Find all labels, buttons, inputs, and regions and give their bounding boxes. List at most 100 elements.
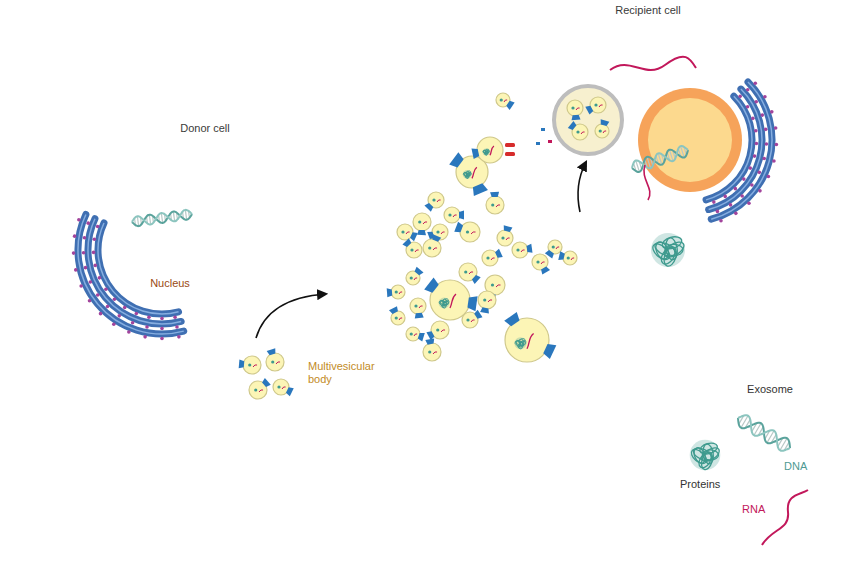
rna-strand <box>437 200 441 202</box>
surface-protein <box>285 386 293 396</box>
exosome-membrane <box>410 298 426 314</box>
exosome <box>462 310 483 328</box>
exosome <box>387 285 405 299</box>
ribosome <box>747 201 751 205</box>
ribosome <box>106 305 110 309</box>
protein-dot <box>395 316 398 319</box>
exosome <box>595 119 609 138</box>
base-pair <box>149 215 150 225</box>
protein-tangle <box>650 233 686 268</box>
rna-strand <box>496 205 500 207</box>
protein-dot <box>448 213 451 216</box>
ribosome <box>774 126 778 130</box>
ribosome <box>738 95 742 99</box>
protein-dot <box>410 332 413 335</box>
cell-membrane <box>11 143 425 557</box>
rna-strand <box>433 352 437 354</box>
exosome-membrane <box>444 207 460 223</box>
protein-dot <box>552 245 555 248</box>
ribosome <box>117 314 121 318</box>
ribosome <box>88 280 92 284</box>
rna-strand <box>414 334 417 336</box>
protein-strand <box>518 339 527 346</box>
dna-strand <box>632 146 688 168</box>
exosome <box>478 291 496 314</box>
rna-strand <box>556 247 559 249</box>
surface-protein <box>480 307 490 314</box>
er-sheet <box>711 82 772 219</box>
dna-strand <box>132 210 192 225</box>
ribosome <box>177 335 181 339</box>
surface-protein <box>424 202 434 212</box>
rna-strand <box>527 333 534 348</box>
nucleoplasm <box>115 203 209 297</box>
ribosome <box>748 166 752 170</box>
protein-strand <box>485 150 490 154</box>
surface-protein <box>494 249 502 259</box>
ribosome <box>160 337 164 341</box>
protein-dot <box>401 230 404 233</box>
ribosome <box>96 225 100 229</box>
er-sheet-highlight <box>711 82 772 219</box>
protein-strand <box>653 240 671 261</box>
exosome <box>424 192 444 212</box>
ribosome <box>754 129 758 133</box>
exosome-outline <box>663 405 817 559</box>
exosome-membrane <box>423 239 441 257</box>
rna-strand <box>441 330 445 332</box>
exosome <box>402 238 422 258</box>
surface-protein <box>504 312 521 328</box>
ribosome <box>765 142 769 146</box>
exosome <box>454 222 480 242</box>
rna-strand <box>504 100 507 102</box>
dna-helix <box>738 415 790 450</box>
exosome <box>532 254 550 275</box>
exosome <box>444 207 464 223</box>
exosome <box>423 234 441 257</box>
surface-protein <box>471 147 479 159</box>
rna-strand <box>603 131 606 133</box>
surface-protein <box>545 249 555 258</box>
protein-dot <box>254 388 257 391</box>
protein-dot <box>436 230 439 233</box>
donor-node: NucleusMultivesicular bodyDonor cell <box>11 143 425 557</box>
surface-protein <box>505 100 514 110</box>
exosome <box>482 249 503 266</box>
exosome <box>406 267 424 285</box>
exosome <box>239 356 261 374</box>
rna-strand <box>576 108 580 110</box>
recipient-outline <box>514 22 846 302</box>
exosome <box>426 321 449 340</box>
ribosome <box>74 268 78 272</box>
surface-protein <box>459 211 464 220</box>
node-label: Recipient cell <box>615 4 680 17</box>
rna-strand <box>521 250 525 252</box>
surface-protein <box>599 119 609 126</box>
protein-dot <box>594 103 597 106</box>
protein-dot <box>418 220 421 223</box>
mvb-node: Multivesicular body <box>228 341 302 415</box>
protein-dot <box>567 256 570 259</box>
ribosome <box>92 251 96 255</box>
rna-strand <box>762 490 808 545</box>
rna-strand <box>469 272 473 274</box>
base-pair <box>137 216 138 226</box>
ribosome <box>93 264 97 268</box>
uptake-arrow <box>578 162 586 212</box>
nuclear-envelope <box>105 193 219 307</box>
ribosome <box>712 200 716 204</box>
rna-strand <box>471 320 475 322</box>
exosome <box>389 306 405 325</box>
protein-dot <box>436 328 439 331</box>
ribosome <box>127 330 131 334</box>
rna-strand <box>399 292 402 294</box>
ribosome <box>767 175 771 179</box>
rna-strand <box>599 105 603 107</box>
cargo-fragment <box>541 128 545 131</box>
surface-protein <box>431 234 441 242</box>
exosome <box>273 379 294 396</box>
ribosome <box>79 284 83 288</box>
exosome-membrane <box>266 353 284 371</box>
exosome <box>413 213 431 235</box>
